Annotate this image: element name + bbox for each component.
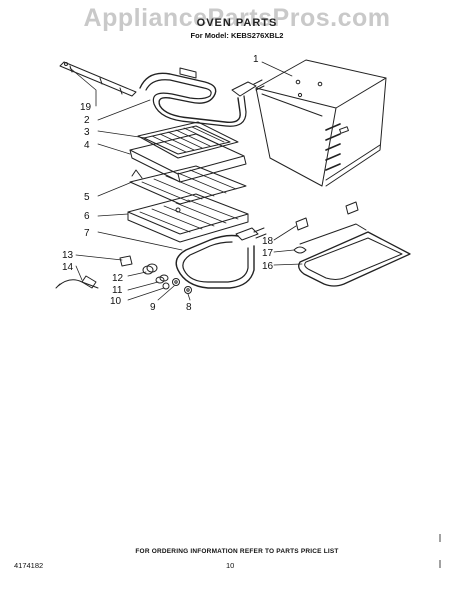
broil-element [139, 67, 265, 127]
diagram-title: OVEN PARTS [196, 17, 278, 29]
callout-5: 5 [84, 192, 90, 203]
oven-sensor [55, 255, 133, 289]
ordering-note: FOR ORDERING INFORMATION REFER TO PARTS … [135, 548, 339, 555]
oven-door-gasket [293, 201, 411, 287]
element-bracket [59, 61, 137, 97]
bake-element [175, 227, 267, 289]
callout-11: 11 [112, 285, 123, 296]
callout-1: 1 [253, 54, 259, 65]
callout-16: 16 [262, 261, 274, 272]
page-number: 10 [226, 561, 235, 570]
document-number: 4174182 [14, 561, 44, 570]
callout-4: 4 [84, 140, 90, 151]
callout-6: 6 [84, 211, 90, 222]
callout-7: 7 [84, 228, 90, 239]
terminal-hardware [142, 263, 192, 294]
callout-18: 18 [262, 236, 274, 247]
broiler-pan-grid [137, 121, 239, 159]
callout-2: 2 [84, 115, 90, 126]
callout-10: 10 [110, 296, 122, 307]
callout-labels: 1 2 3 4 5 6 7 8 9 10 11 12 13 14 16 17 1… [62, 54, 274, 313]
callout-8: 8 [186, 302, 192, 313]
callout-12: 12 [112, 273, 124, 284]
callout-17: 17 [262, 248, 274, 259]
callout-9: 9 [150, 302, 156, 313]
watermark: AppliancePartsPros.com [83, 4, 391, 32]
oven-rack-upper [129, 165, 247, 205]
model-line: For Model: KEBS276XBL2 [190, 31, 284, 40]
callout-19: 19 [80, 102, 92, 113]
callout-13: 13 [62, 250, 74, 261]
callout-3: 3 [84, 127, 90, 138]
oven-rack-lower [127, 193, 249, 243]
callout-14: 14 [62, 262, 74, 273]
leader-lines [69, 61, 303, 301]
oven-cavity-liner [255, 59, 387, 187]
